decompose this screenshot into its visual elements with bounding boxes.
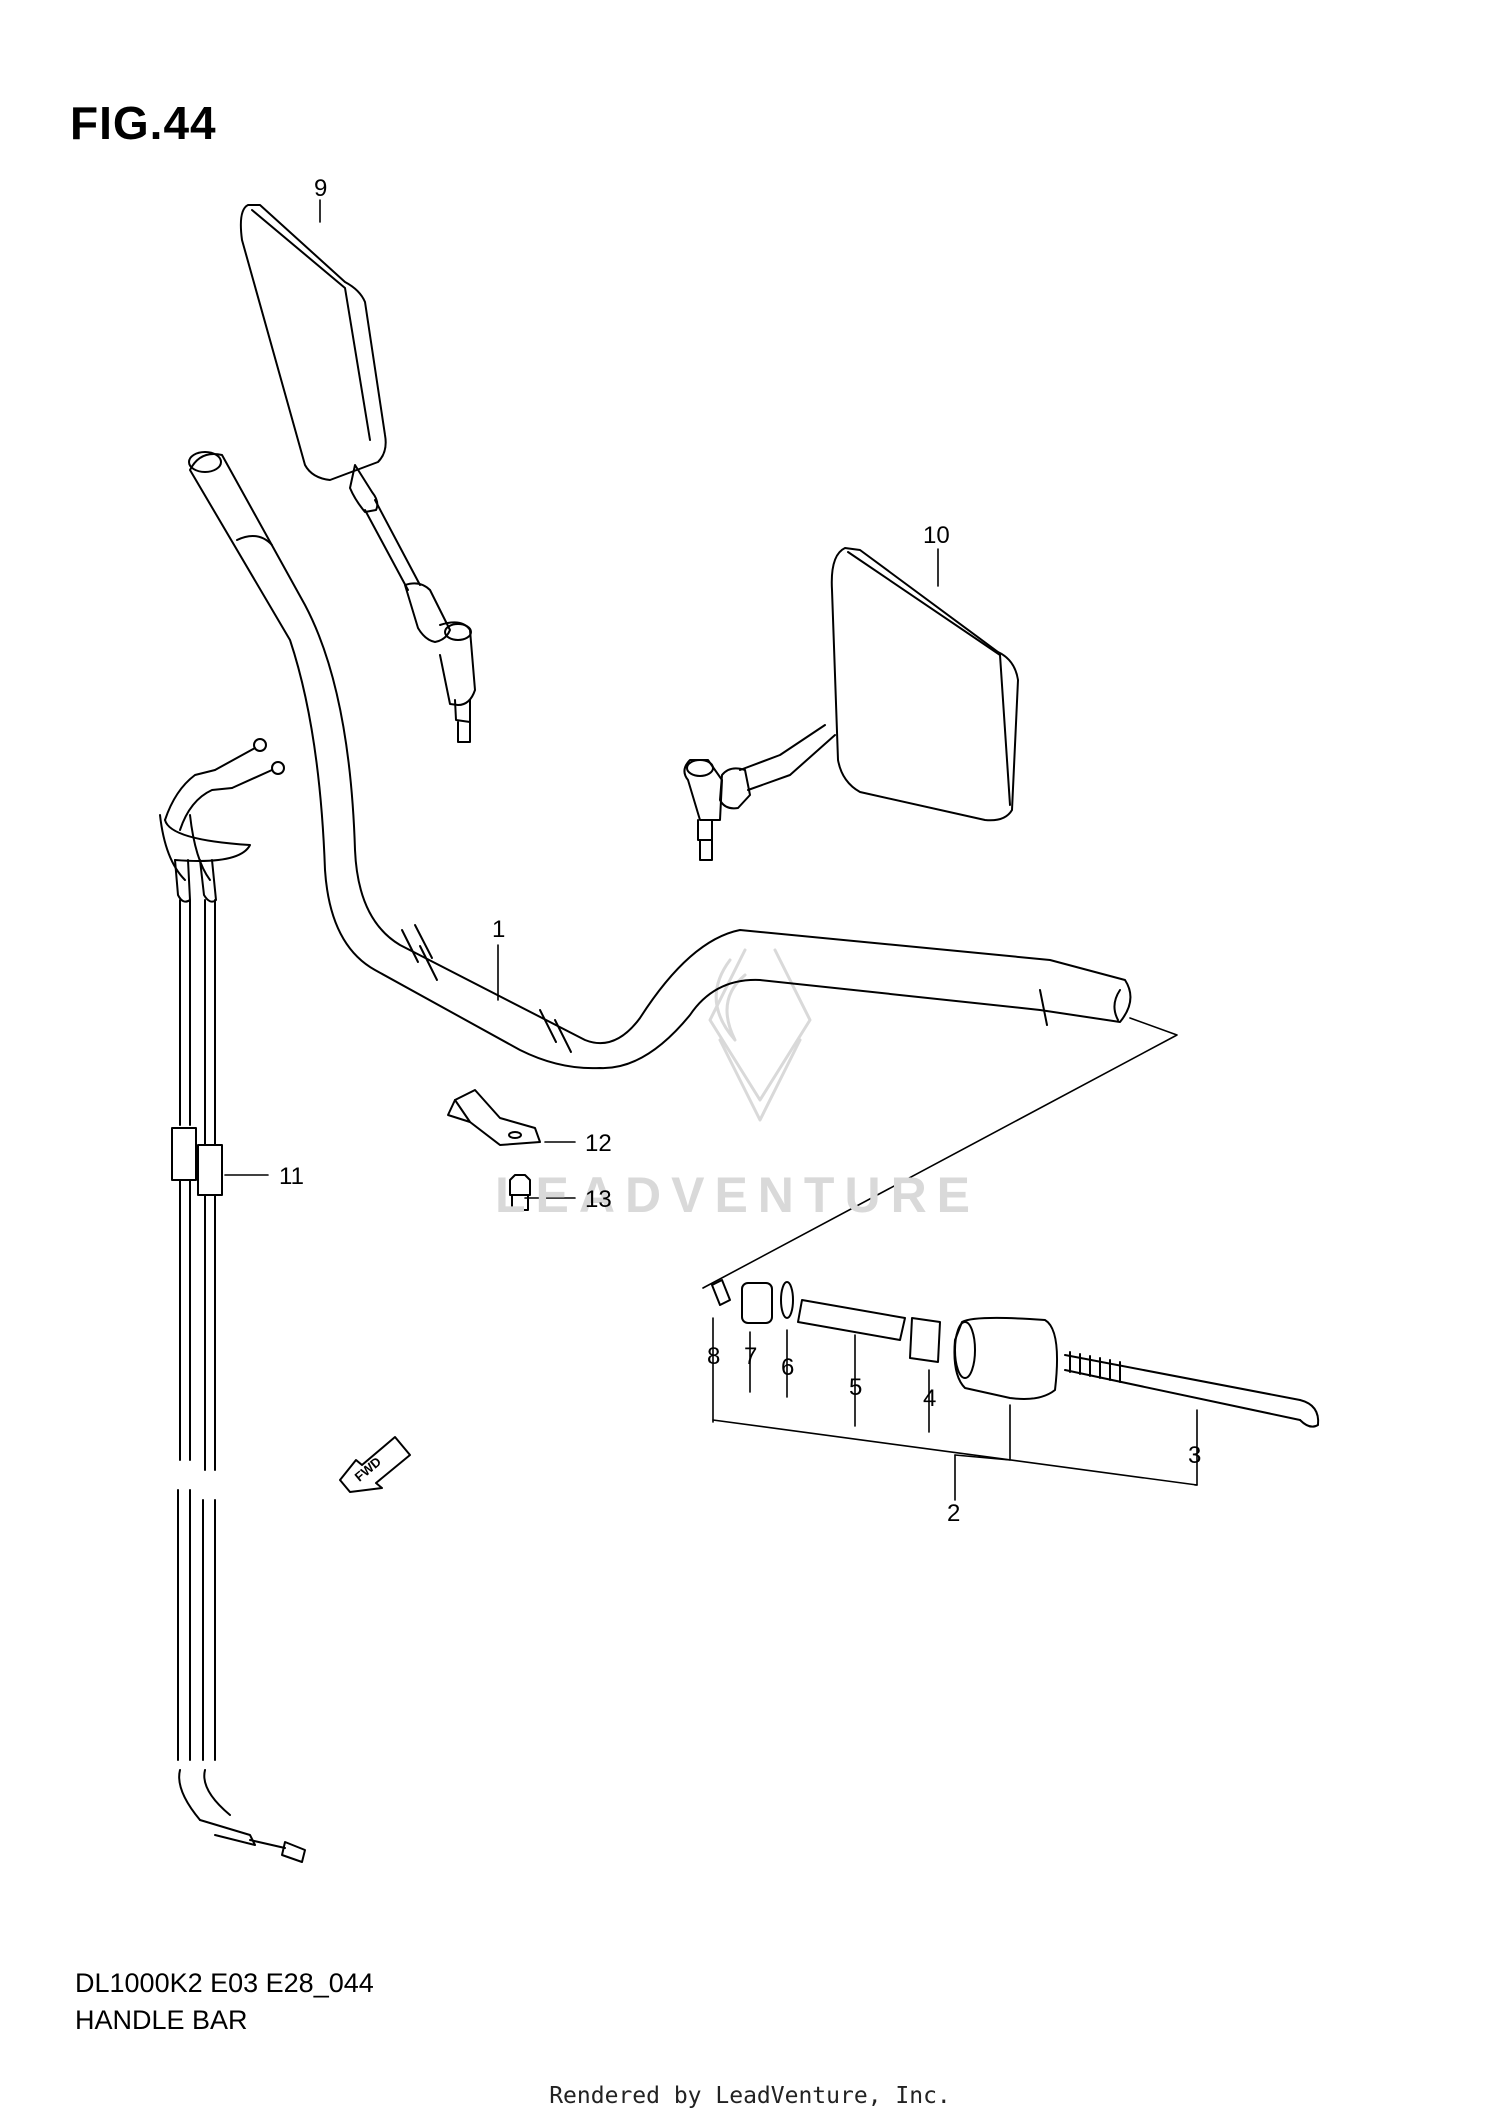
figure-title: FIG.44 <box>70 97 217 149</box>
bar-end-assembly <box>711 1279 1320 1428</box>
callout-6: 6 <box>781 1354 794 1381</box>
fwd-arrow-icon <box>339 1436 411 1493</box>
callout-11: 11 <box>279 1163 304 1190</box>
callout-13: 13 <box>585 1186 612 1213</box>
alignment-lines <box>702 1017 1178 1289</box>
watermark-text: LEADVENTURE <box>495 1167 980 1223</box>
callout-12: 12 <box>585 1130 612 1157</box>
callout-7: 7 <box>744 1343 757 1370</box>
rendered-by-credit: Rendered by LeadVenture, Inc. <box>549 2083 951 2109</box>
callout-1: 1 <box>492 916 505 943</box>
handle-bar-part <box>188 451 1132 1070</box>
callout-2: 2 <box>947 1500 960 1527</box>
callout-5: 5 <box>849 1374 862 1401</box>
callout-8: 8 <box>707 1343 720 1370</box>
mirror-left-part <box>239 204 476 743</box>
callout-3: 3 <box>1188 1442 1201 1469</box>
mirror-right-part <box>683 547 1019 861</box>
model-code: DL1000K2 E03 E28_044 <box>75 1968 374 1998</box>
callout-4: 4 <box>923 1385 936 1412</box>
watermark-logo <box>708 948 812 1122</box>
cable-clamp-part <box>447 1089 541 1146</box>
bolt-part <box>509 1174 531 1211</box>
callout-9: 9 <box>314 175 327 202</box>
throttle-cable-part <box>159 738 306 1863</box>
section-title: HANDLE BAR <box>75 2005 248 2035</box>
callout-10: 10 <box>923 522 950 549</box>
leader-lines <box>224 199 1198 1501</box>
